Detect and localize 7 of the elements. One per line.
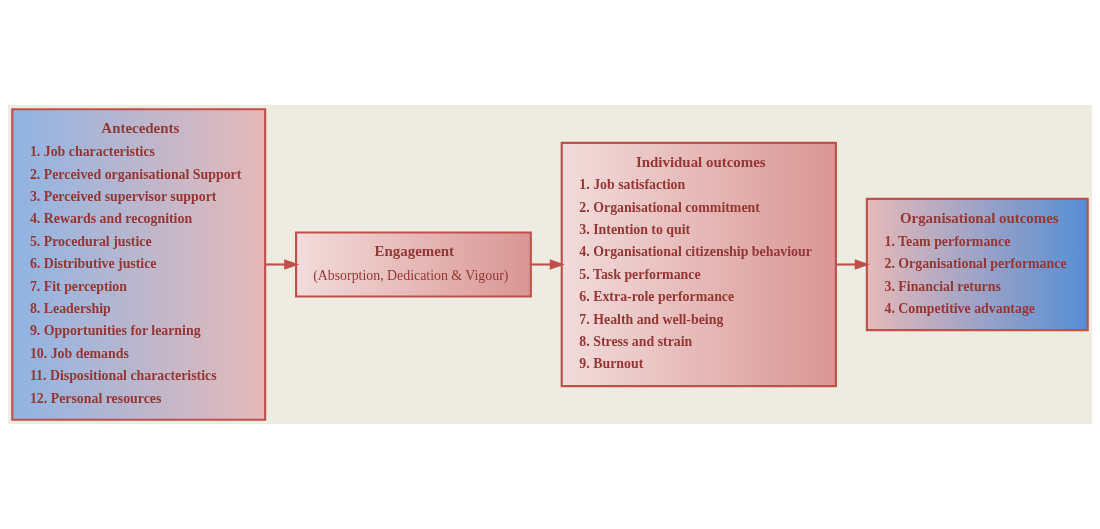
arrow [265,259,300,270]
arrow [530,259,565,270]
node-box: Antecedents 1. Job characteristics 2. Perceived organisational Support 3. Perceived supervisor support 4. Rewards and recognition 5. Procedural justice 6. Distributive justice 7. Fit perception 8. Leadership 9. Opportunities for learning 10. Job demands 11. Dispositional characteristics 12. Personal resources [11,108,267,421]
node-box: Individual outcomes 1. Job satisfaction 2. Organisational commitment 3. Intention to quit 4. Organisational citizenship behaviour 5. Task performance 6. Extra-role performance 7. Health and well-being 8. Stress and strain 9. Burnout [560,141,837,388]
node-box: Engagement (Absorption, Dedication & Vigour) [295,231,532,298]
node-box: Organisational outcomes 1. Team performance 2. Organisational performance 3. Financial returns 4. Competitive advantage [865,197,1089,332]
arrow [836,259,870,270]
